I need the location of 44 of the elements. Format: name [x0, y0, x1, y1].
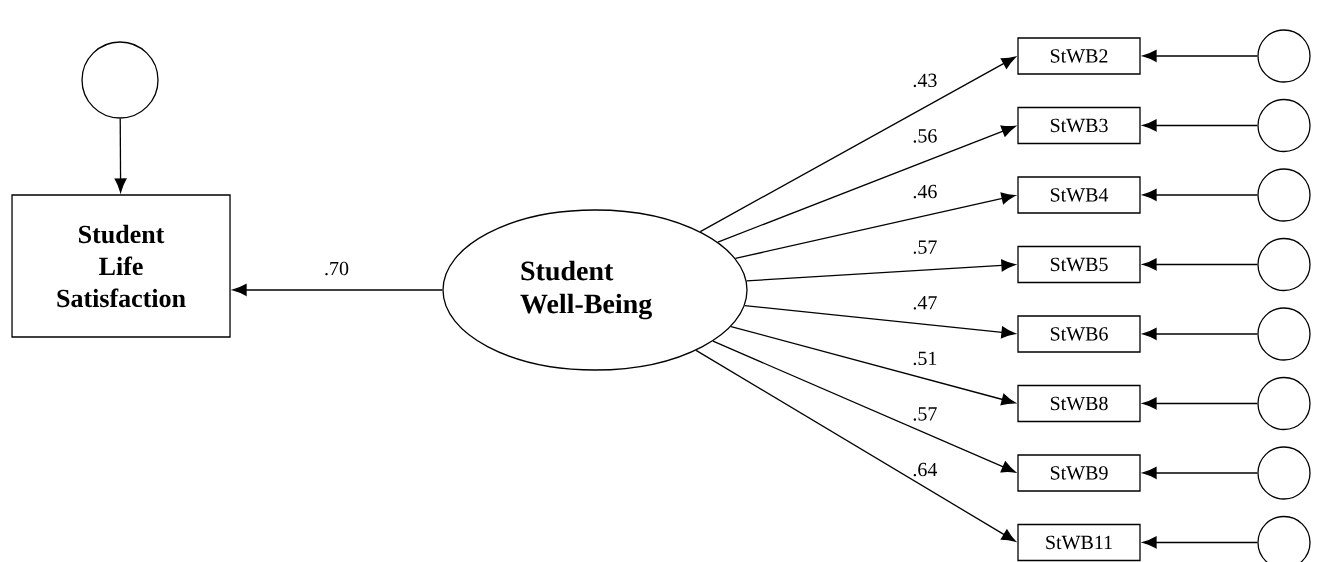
- edge-label: .43: [911, 72, 939, 89]
- indicator-box: StWB8: [1017, 384, 1141, 423]
- arrow: [1142, 258, 1258, 271]
- indicator-box: StWB4: [1017, 176, 1141, 214]
- arrow: [114, 118, 127, 193]
- edge-label: .70: [323, 260, 350, 277]
- error-circle: [81, 41, 159, 119]
- indicator-box: StWB2: [1017, 37, 1141, 75]
- arrow: [699, 56, 1016, 233]
- arrow: [1142, 119, 1258, 132]
- arrow: [1142, 50, 1258, 62]
- indicator-box: StWB6: [1017, 315, 1141, 353]
- arrow: [1142, 189, 1258, 201]
- arrow: [1142, 328, 1258, 340]
- outcome-box: Student Life Satisfaction: [11, 194, 231, 338]
- arrow: [1142, 467, 1258, 479]
- edge-label: .56: [911, 128, 939, 144]
- arrow: [734, 192, 1016, 260]
- edge-label: .47: [911, 295, 939, 311]
- arrow: [746, 259, 1016, 282]
- edge-label: .46: [911, 183, 939, 200]
- arrow: [1142, 397, 1258, 410]
- arrow: [730, 325, 1016, 406]
- edge-label: .57: [911, 406, 939, 422]
- arrow: [717, 125, 1016, 243]
- error-circle: [1257, 168, 1311, 222]
- arrow: [744, 304, 1016, 339]
- error-circle: [1257, 446, 1311, 500]
- arrow: [1142, 536, 1258, 549]
- error-circle: [1257, 376, 1311, 431]
- indicator-box: StWB11: [1017, 523, 1141, 562]
- error-circle: [1257, 237, 1311, 292]
- error-circle: [1257, 29, 1311, 83]
- error-circle: [1257, 307, 1311, 361]
- arrow: [232, 284, 443, 296]
- error-circle: [1257, 98, 1311, 153]
- indicator-box: StWB9: [1017, 454, 1141, 492]
- edge-label: .51: [911, 350, 939, 367]
- indicator-box: StWB5: [1017, 245, 1141, 284]
- indicator-box: StWB3: [1017, 106, 1141, 145]
- arrow: [712, 340, 1016, 473]
- edge-label: .57: [911, 239, 939, 255]
- arrow: [695, 349, 1016, 542]
- edge-label: .64: [911, 461, 939, 478]
